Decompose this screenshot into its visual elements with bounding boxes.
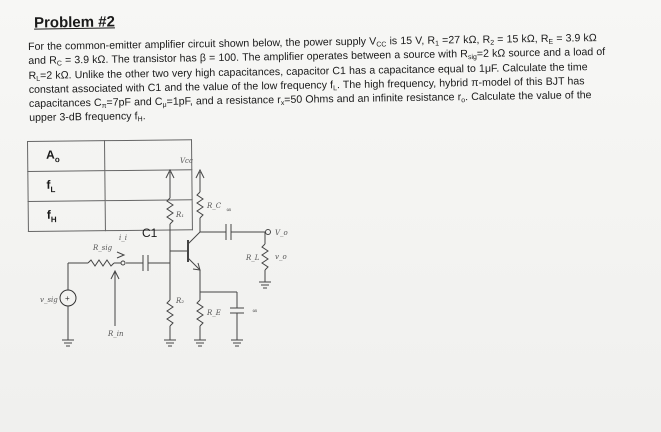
label-inf-cout: ∞ (226, 206, 232, 214)
vcc-arrow-right (195, 168, 205, 179)
output-terminal (265, 229, 271, 235)
rsig-resistor (87, 259, 115, 267)
ii-arrow (116, 251, 126, 259)
vsig-plus: + (65, 294, 70, 303)
r1-resistor (166, 197, 174, 225)
bjt-emitter (187, 257, 201, 271)
input-node (120, 260, 126, 266)
label-r1: R₁ (175, 211, 184, 219)
rin-arrow (110, 269, 120, 280)
label-r2: R₂ (175, 297, 184, 305)
label-vo-small: v_o (275, 253, 287, 261)
label-rc: R_C (206, 202, 222, 210)
label-rl: R_L (245, 254, 260, 262)
label-vcc: Vcc (180, 157, 193, 165)
label-vo: V_o (275, 229, 288, 237)
re-resistor (196, 299, 204, 327)
r2-resistor (166, 299, 174, 327)
label-rsig: R_sig (92, 244, 113, 252)
rc-resistor (196, 191, 204, 219)
bjt-collector (187, 231, 201, 245)
label-inf-bypass: ∞ (252, 307, 258, 315)
label-rin: R_in (107, 330, 124, 338)
rl-resistor (261, 243, 269, 271)
label-vsig: v_sig (40, 296, 58, 304)
vcc-arrow-left (165, 168, 175, 179)
label-c1: C1 (142, 226, 158, 240)
label-re: R_E (206, 309, 221, 317)
label-ii: i_i (119, 234, 127, 242)
